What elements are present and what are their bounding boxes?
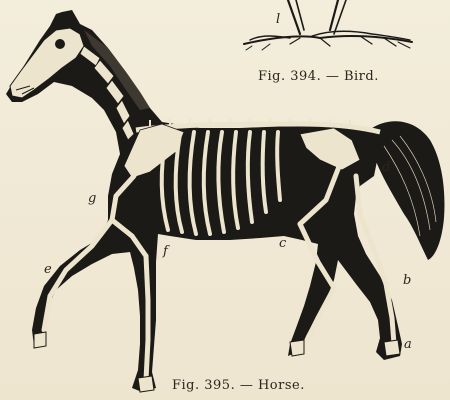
label-f: f <box>163 244 168 259</box>
bird-figure-caption: Fig. 394. — Bird. <box>258 69 379 84</box>
label-g: g <box>88 191 96 206</box>
label-a: a <box>404 337 412 352</box>
horse-illustration <box>6 10 444 392</box>
label-b: b <box>403 273 411 288</box>
label-l: l <box>276 12 280 27</box>
bird-feet-illustration <box>244 0 412 50</box>
label-e: e <box>44 262 52 277</box>
label-d: d <box>382 160 390 175</box>
horse-figure-caption: Fig. 395. — Horse. <box>172 378 305 393</box>
label-c: c <box>279 236 286 251</box>
